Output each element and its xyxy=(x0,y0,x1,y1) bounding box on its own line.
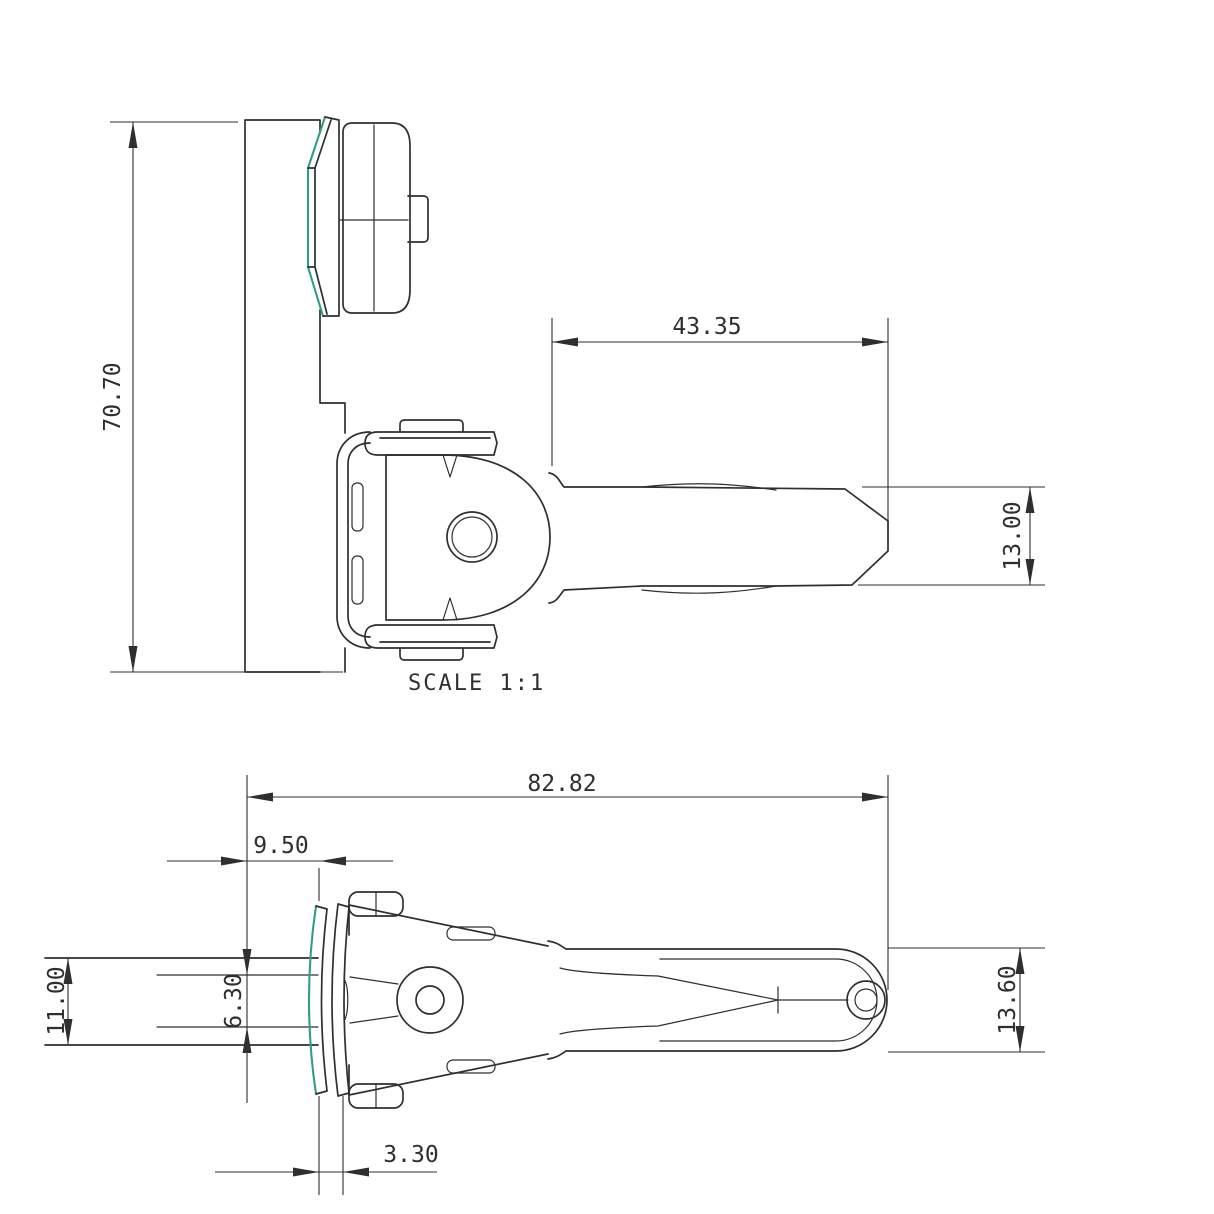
bracket-bottom-tab xyxy=(399,647,464,661)
dim-82-arrow-right xyxy=(862,792,888,802)
dim-950-arrow-left xyxy=(221,856,247,866)
wedge-outline xyxy=(348,904,549,1096)
bottom-view: 82.82 9.50 11.00 6.30 13.60 xyxy=(44,771,1045,1195)
dim-rod-exposed-length: 9.50 xyxy=(167,833,393,901)
handle-side-creases xyxy=(641,483,777,594)
spring-washer-side xyxy=(306,115,340,318)
bracket-u-strap xyxy=(336,431,371,649)
dim-950-label: 9.50 xyxy=(253,833,308,859)
cam-wedge-body xyxy=(348,891,549,1109)
handle-side-outline xyxy=(548,472,889,604)
mounting-plate-outline xyxy=(244,119,346,673)
dim-330-label: 3.30 xyxy=(383,1142,438,1168)
scale-note: SCALE 1:1 xyxy=(408,671,545,696)
pivot-boss-outer xyxy=(396,966,464,1034)
dim-950-arrow-right xyxy=(320,856,346,866)
dim-82-arrow-left xyxy=(247,792,273,802)
bracket-top-flange xyxy=(364,431,498,456)
wedge-top-ear xyxy=(446,926,496,941)
dim-330-arrow-right xyxy=(343,1167,369,1177)
dim-70-arrow-up xyxy=(128,122,138,148)
dim-13-label: 13.00 xyxy=(1000,501,1026,570)
rod-end-cap xyxy=(343,976,399,1024)
dim-330-arrow-left xyxy=(293,1167,319,1177)
threaded-rod xyxy=(44,957,399,1046)
housing-outline xyxy=(385,454,551,621)
dim-overall-height: 70.70 xyxy=(100,121,343,673)
knob-outline xyxy=(342,122,411,314)
dim-43-label: 43.35 xyxy=(672,314,741,340)
dim-43-arrow-right xyxy=(862,337,888,347)
dim-11-arrow-up xyxy=(63,958,73,984)
handle-plan-outline xyxy=(547,940,888,1060)
latch-handle-plan xyxy=(547,940,888,1060)
clamp-knob xyxy=(339,122,429,314)
bracket-top-tab xyxy=(399,419,464,432)
dim-136-arrow-up xyxy=(1015,948,1025,974)
pivot-boss-inner xyxy=(415,985,445,1015)
strap-slot-upper xyxy=(351,482,364,532)
dim-rod-inner-diameter: 6.30 xyxy=(221,949,252,1053)
pivot-hole-outer xyxy=(446,511,498,563)
pivot-housing xyxy=(385,454,551,621)
dim-handle-width: 13.60 xyxy=(888,947,1045,1053)
housing-crimp-marks xyxy=(442,454,458,621)
dim-82-label: 82.82 xyxy=(527,771,596,797)
dim-overall-length: 82.82 xyxy=(246,771,889,1103)
hinge-bracket xyxy=(336,419,498,661)
dim-136-arrow-down xyxy=(1015,1026,1025,1052)
spring-washer-outline xyxy=(307,116,340,317)
washer-accent-arc xyxy=(307,904,318,1096)
dim-70-lines xyxy=(110,121,343,673)
spring-washer-stack xyxy=(307,903,350,1097)
dim-70-arrow-down xyxy=(128,646,138,672)
dim-rod-outer-diameter: 11.00 xyxy=(44,958,73,1045)
dim-handle-length: 43.35 xyxy=(551,314,889,530)
pivot-hole-inner xyxy=(451,516,493,558)
dim-43-lines xyxy=(551,318,889,530)
dim-43-arrow-left xyxy=(552,337,578,347)
washer-arcs xyxy=(315,903,350,1097)
spring-washer-accent-edge xyxy=(306,115,327,318)
dim-630-arrow-bottom xyxy=(242,1027,252,1053)
dim-330-lines xyxy=(215,1096,437,1195)
dim-136-label: 13.60 xyxy=(995,965,1021,1034)
dim-13-arrow-up xyxy=(1025,487,1035,513)
knob-shaft-end xyxy=(407,195,429,243)
rod-outer-lines xyxy=(44,957,319,1046)
dim-70-label: 70.70 xyxy=(100,362,126,431)
dim-82-lines xyxy=(246,775,889,1103)
bracket-bottom-flange xyxy=(364,624,498,649)
dim-950-lines xyxy=(167,860,393,901)
handle-tip-hole-inner xyxy=(854,988,878,1012)
rod-inner-lines xyxy=(156,974,319,1028)
wedge-bottom-ear xyxy=(446,1059,496,1074)
dim-630-arrow-top xyxy=(242,949,252,975)
top-view: 70.70 43.35 13.00 SCALE 1:1 xyxy=(100,115,1045,696)
knob-part-lines xyxy=(339,124,409,312)
mounting-plate xyxy=(244,119,346,673)
dim-washer-stack-thickness: 3.30 xyxy=(215,1096,439,1195)
dim-11-arrow-down xyxy=(63,1019,73,1045)
strap-slot-lower xyxy=(351,555,364,605)
dim-630-label: 6.30 xyxy=(221,973,247,1028)
latch-handle-side xyxy=(548,472,889,604)
handle-tip-hole-outer xyxy=(846,980,886,1020)
handle-fork-lines xyxy=(559,967,849,1035)
dim-13-arrow-down xyxy=(1025,559,1035,585)
dim-handle-thickness: 13.00 xyxy=(858,486,1045,586)
dim-11-label: 11.00 xyxy=(44,966,70,1035)
